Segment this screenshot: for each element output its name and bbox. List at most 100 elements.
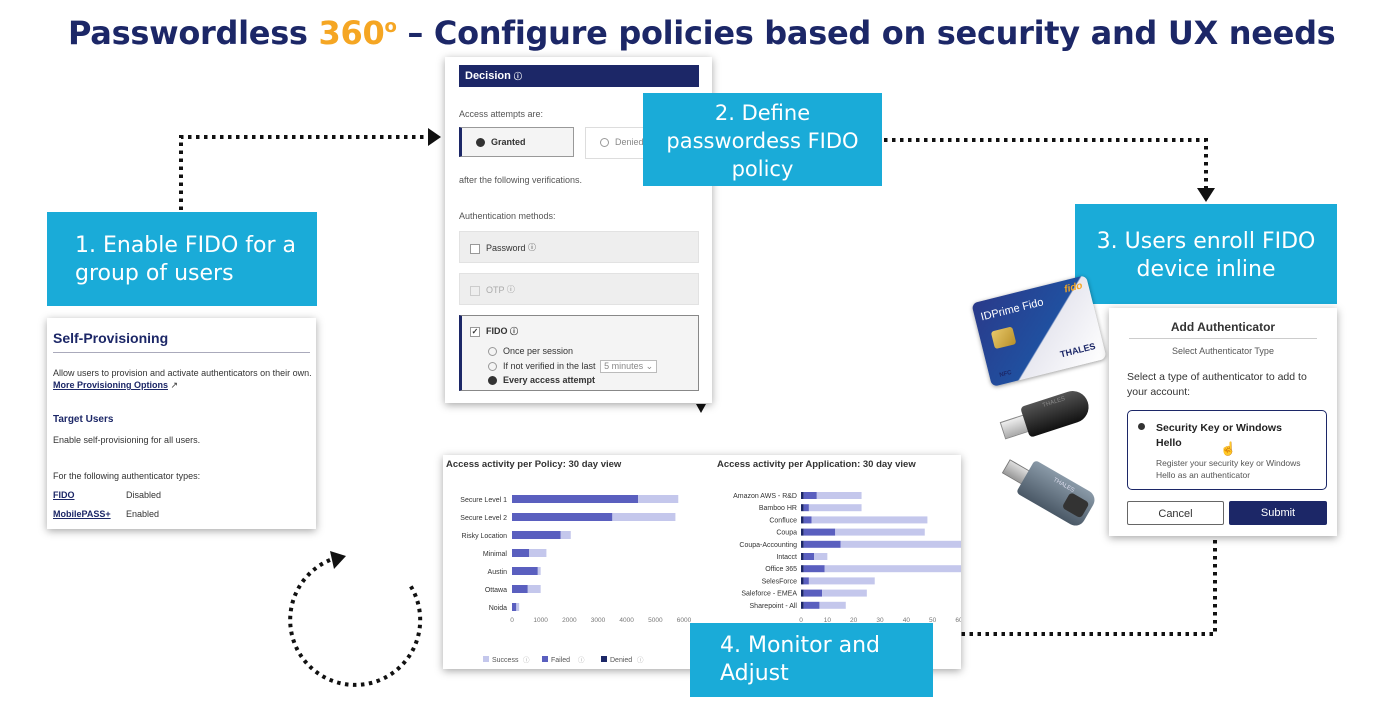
nfc-icon: NFC [998,369,1013,379]
bar-success [529,549,547,557]
category-label: Amazon AWS - R&D [733,493,797,500]
policy-chart-title: Access activity per Policy: 30 day view [446,459,622,470]
info-icon: ⓘ [510,327,519,336]
x-tick-label: 30 [876,617,884,624]
step4-callout: 4. Monitor and Adjust [690,623,933,697]
interval-radio [488,362,497,372]
fido-logo: fido [1063,280,1084,296]
bar-denied [801,553,804,560]
info-icon: ⓘ [637,656,644,664]
bar-denied [801,504,804,512]
bar-failed [803,577,809,585]
category-label: Noida [489,605,507,612]
bar-success [808,577,875,585]
bar-failed [512,567,538,575]
category-label: Intacct [776,554,797,561]
bar-denied [801,577,804,585]
card-label: IDPrime Fido [979,296,1045,324]
self-provisioning-description: Allow users to provision and activate au… [53,368,312,378]
self-provisioning-panel: Self-Provisioning Allow users to provisi… [47,318,316,529]
chevron-down-icon: ⌄ [645,361,654,371]
type-row-fido: FIDO Disabled [53,490,161,500]
type-row-mobilepass: MobilePASS+ Enabled [53,509,159,519]
category-label: Coupa-Accounting [739,542,797,549]
category-label: Confluce [769,517,797,524]
bar-success [612,513,676,521]
cancel-button[interactable]: Cancel [1127,501,1224,525]
dialog-subtitle: Select Authenticator Type [1172,346,1274,356]
category-label: Coupa [776,530,797,537]
bar-failed [512,603,517,611]
bar-success [537,567,541,575]
granted-radio [476,138,485,148]
x-tick-label: 10 [824,617,832,624]
external-link-icon: ↗ [170,380,179,390]
otp-option[interactable]: OTP ⓘ [459,273,699,305]
types-label: For the following authenticator types: [53,471,201,481]
x-tick-label: 20 [850,617,858,624]
fido-option[interactable]: ✓FIDO ⓘ Once per session If not verified… [459,315,699,391]
legend-swatch-failed [542,656,548,662]
x-tick-label: 5000 [648,617,663,624]
x-tick-label: 6000 [677,617,692,624]
x-tick-label: 40 [903,617,911,624]
fido-option-every[interactable]: Every access attempt [488,375,595,386]
info-icon: ⓘ [513,72,522,81]
bar-success [819,601,846,609]
page-title: Passwordless 360o – Configure policies b… [68,14,1336,52]
legend-label: Failed [551,657,570,664]
category-label: Office 365 [765,566,797,573]
x-tick-label: 4000 [619,617,634,624]
step3-callout: 3. Users enroll FIDO device inline [1075,204,1337,304]
granted-option[interactable]: Granted [459,127,574,157]
app-chart-title: Access activity per Application: 30 day … [717,459,916,470]
category-label: Secure Level 1 [460,497,507,504]
category-label: Secure Level 2 [460,515,507,522]
bar-failed [803,589,823,597]
type-link-fido[interactable]: FIDO [53,490,75,500]
arrow-step3-to-step4 [950,540,1217,636]
bar-failed [803,540,841,548]
degree-symbol: o [384,16,397,37]
info-icon: ⓘ [506,285,515,294]
bar-success [814,553,828,560]
bar-denied [801,565,804,573]
info-icon: ⓘ [528,243,537,252]
type-status-mobilepass: Enabled [126,509,160,519]
arrowhead-down [1197,188,1215,202]
bar-failed [512,585,528,593]
type-link-mobilepass[interactable]: MobilePASS+ [53,509,111,519]
add-authenticator-dialog: Add Authenticator Select Authenticator T… [1109,308,1337,536]
fido-option-interval[interactable]: If not verified in the last 5 minutes ⌄ [488,360,658,373]
otp-checkbox[interactable] [470,285,480,296]
arrow-step2-to-step3 [884,138,1208,190]
type-status-fido: Disabled [126,490,162,500]
self-provisioning-title: Self-Provisioning [53,318,310,353]
bar-failed [803,516,812,524]
x-tick-label: 1000 [533,617,548,624]
security-key-option[interactable]: Security Key or Windows Hello Register y… [1127,410,1327,490]
bar-success [808,504,862,512]
interval-select[interactable]: 5 minutes ⌄ [600,360,658,373]
provisioning-options-link[interactable]: More Provisioning Options ↗ [53,380,179,390]
methods-label: Authentication methods: [459,211,556,221]
option-description: Register your security key or Windows He… [1156,458,1301,480]
divider [1129,338,1317,339]
bar-failed [803,553,815,560]
info-icon: ⓘ [523,656,530,664]
category-label: Bamboo HR [759,505,797,512]
option-radio [1138,423,1145,430]
fido-option-once[interactable]: Once per session [488,346,573,357]
x-tick-label: 0 [510,617,514,624]
submit-button[interactable]: Submit [1229,501,1327,525]
category-label: Sharepoint - All [750,603,798,610]
fido-checkbox[interactable]: ✓ [470,326,480,337]
cycle-arrow [288,558,423,687]
category-label: Minimal [483,551,508,558]
password-checkbox[interactable] [470,243,480,254]
step2-callout: 2. Define passwordess FIDO policy [643,93,882,186]
bar-failed [803,601,820,609]
bar-denied [801,540,804,548]
password-option[interactable]: Password ⓘ [459,231,699,263]
